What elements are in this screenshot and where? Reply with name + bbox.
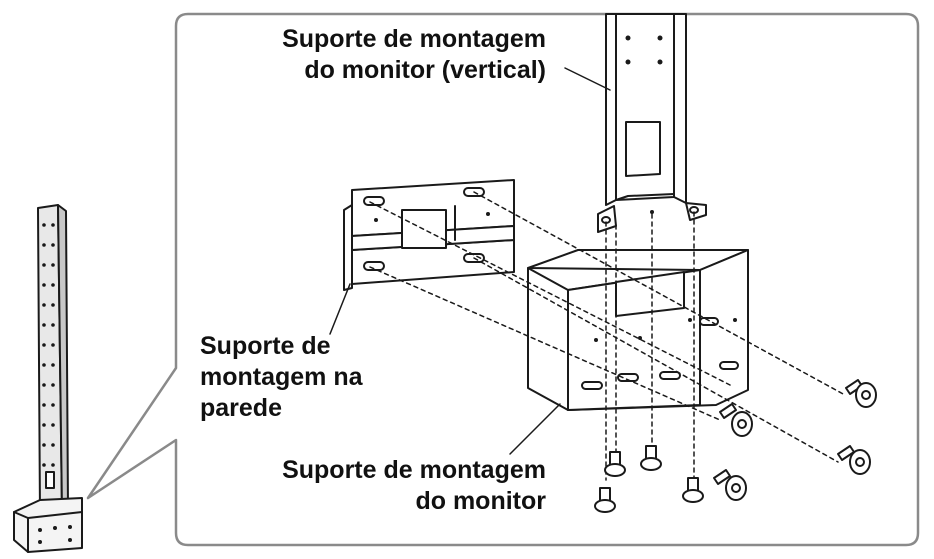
vertical-bracket [597, 13, 707, 233]
screw-icon [682, 477, 704, 503]
label-line: do monitor (vertical) [304, 56, 546, 84]
screw-icon [594, 487, 616, 513]
screw-icon [719, 403, 753, 437]
leader-wall [329, 283, 351, 335]
label-line: do monitor [415, 487, 546, 515]
assembly-guides [369, 191, 846, 481]
leader-vertical [564, 67, 611, 91]
label-line: montagem na [200, 363, 363, 391]
label-line: Suporte de montagem [282, 456, 546, 484]
screw-icon [604, 451, 626, 477]
label-monitor-bracket: Suporte de montagem do monitor [282, 455, 546, 517]
screw-icon [837, 445, 871, 475]
callout-frame [86, 12, 920, 547]
wall-bracket [343, 179, 515, 291]
screw-icon [713, 469, 747, 501]
label-line: Suporte de [200, 332, 331, 360]
monitor-bracket [527, 249, 749, 411]
screw-icon [845, 379, 877, 408]
leader-monitor [509, 403, 561, 455]
label-wall-bracket: Suporte de montagem na parede [200, 331, 363, 424]
overview-post [13, 204, 83, 553]
label-line: Suporte de montagem [282, 25, 546, 53]
screw-icon [640, 445, 662, 471]
label-line: parede [200, 394, 282, 422]
label-vertical-bracket: Suporte de montagem do monitor (vertical… [282, 24, 546, 86]
